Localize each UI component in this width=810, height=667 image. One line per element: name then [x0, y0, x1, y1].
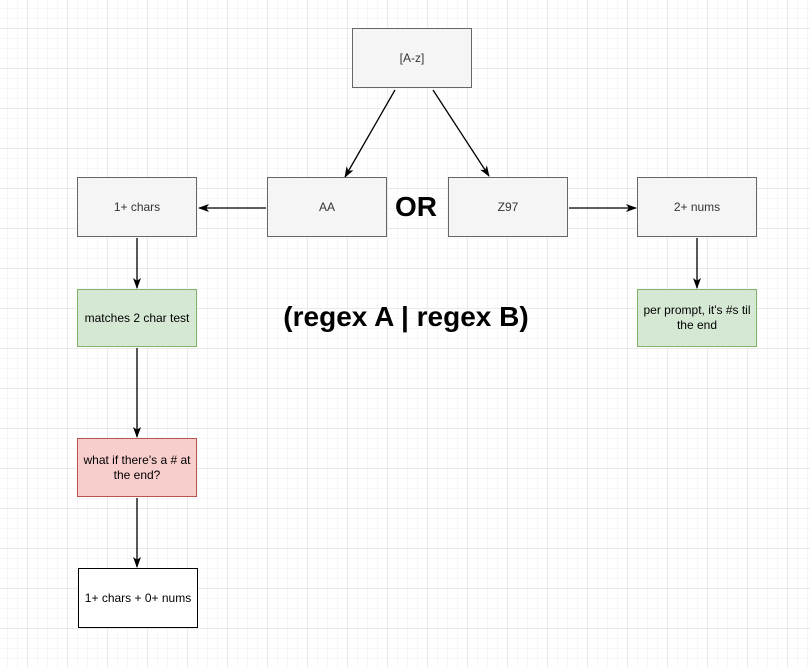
node-matches-two-char[interactable]: matches 2 char test: [77, 289, 197, 347]
node-aa[interactable]: AA: [267, 177, 387, 237]
node-a-z[interactable]: [A-z]: [352, 28, 472, 88]
node-one-plus-chars[interactable]: 1+ chars: [77, 177, 197, 237]
regex-union-label[interactable]: (regex A | regex B): [283, 301, 529, 332]
node-chars-plus-nums[interactable]: 1+ chars + 0+ nums: [78, 568, 198, 628]
node-two-plus-nums[interactable]: 2+ nums: [637, 177, 757, 237]
edge-a-z-to-z97: [432, 89, 490, 177]
node-z97[interactable]: Z97: [448, 177, 568, 237]
edge-a-z-to-aa: [344, 89, 396, 178]
node-what-if-hash[interactable]: what if there's a # at the end?: [77, 438, 197, 497]
or-label[interactable]: OR: [395, 191, 437, 222]
node-per-prompt[interactable]: per prompt, it's #s til the end: [637, 289, 757, 347]
